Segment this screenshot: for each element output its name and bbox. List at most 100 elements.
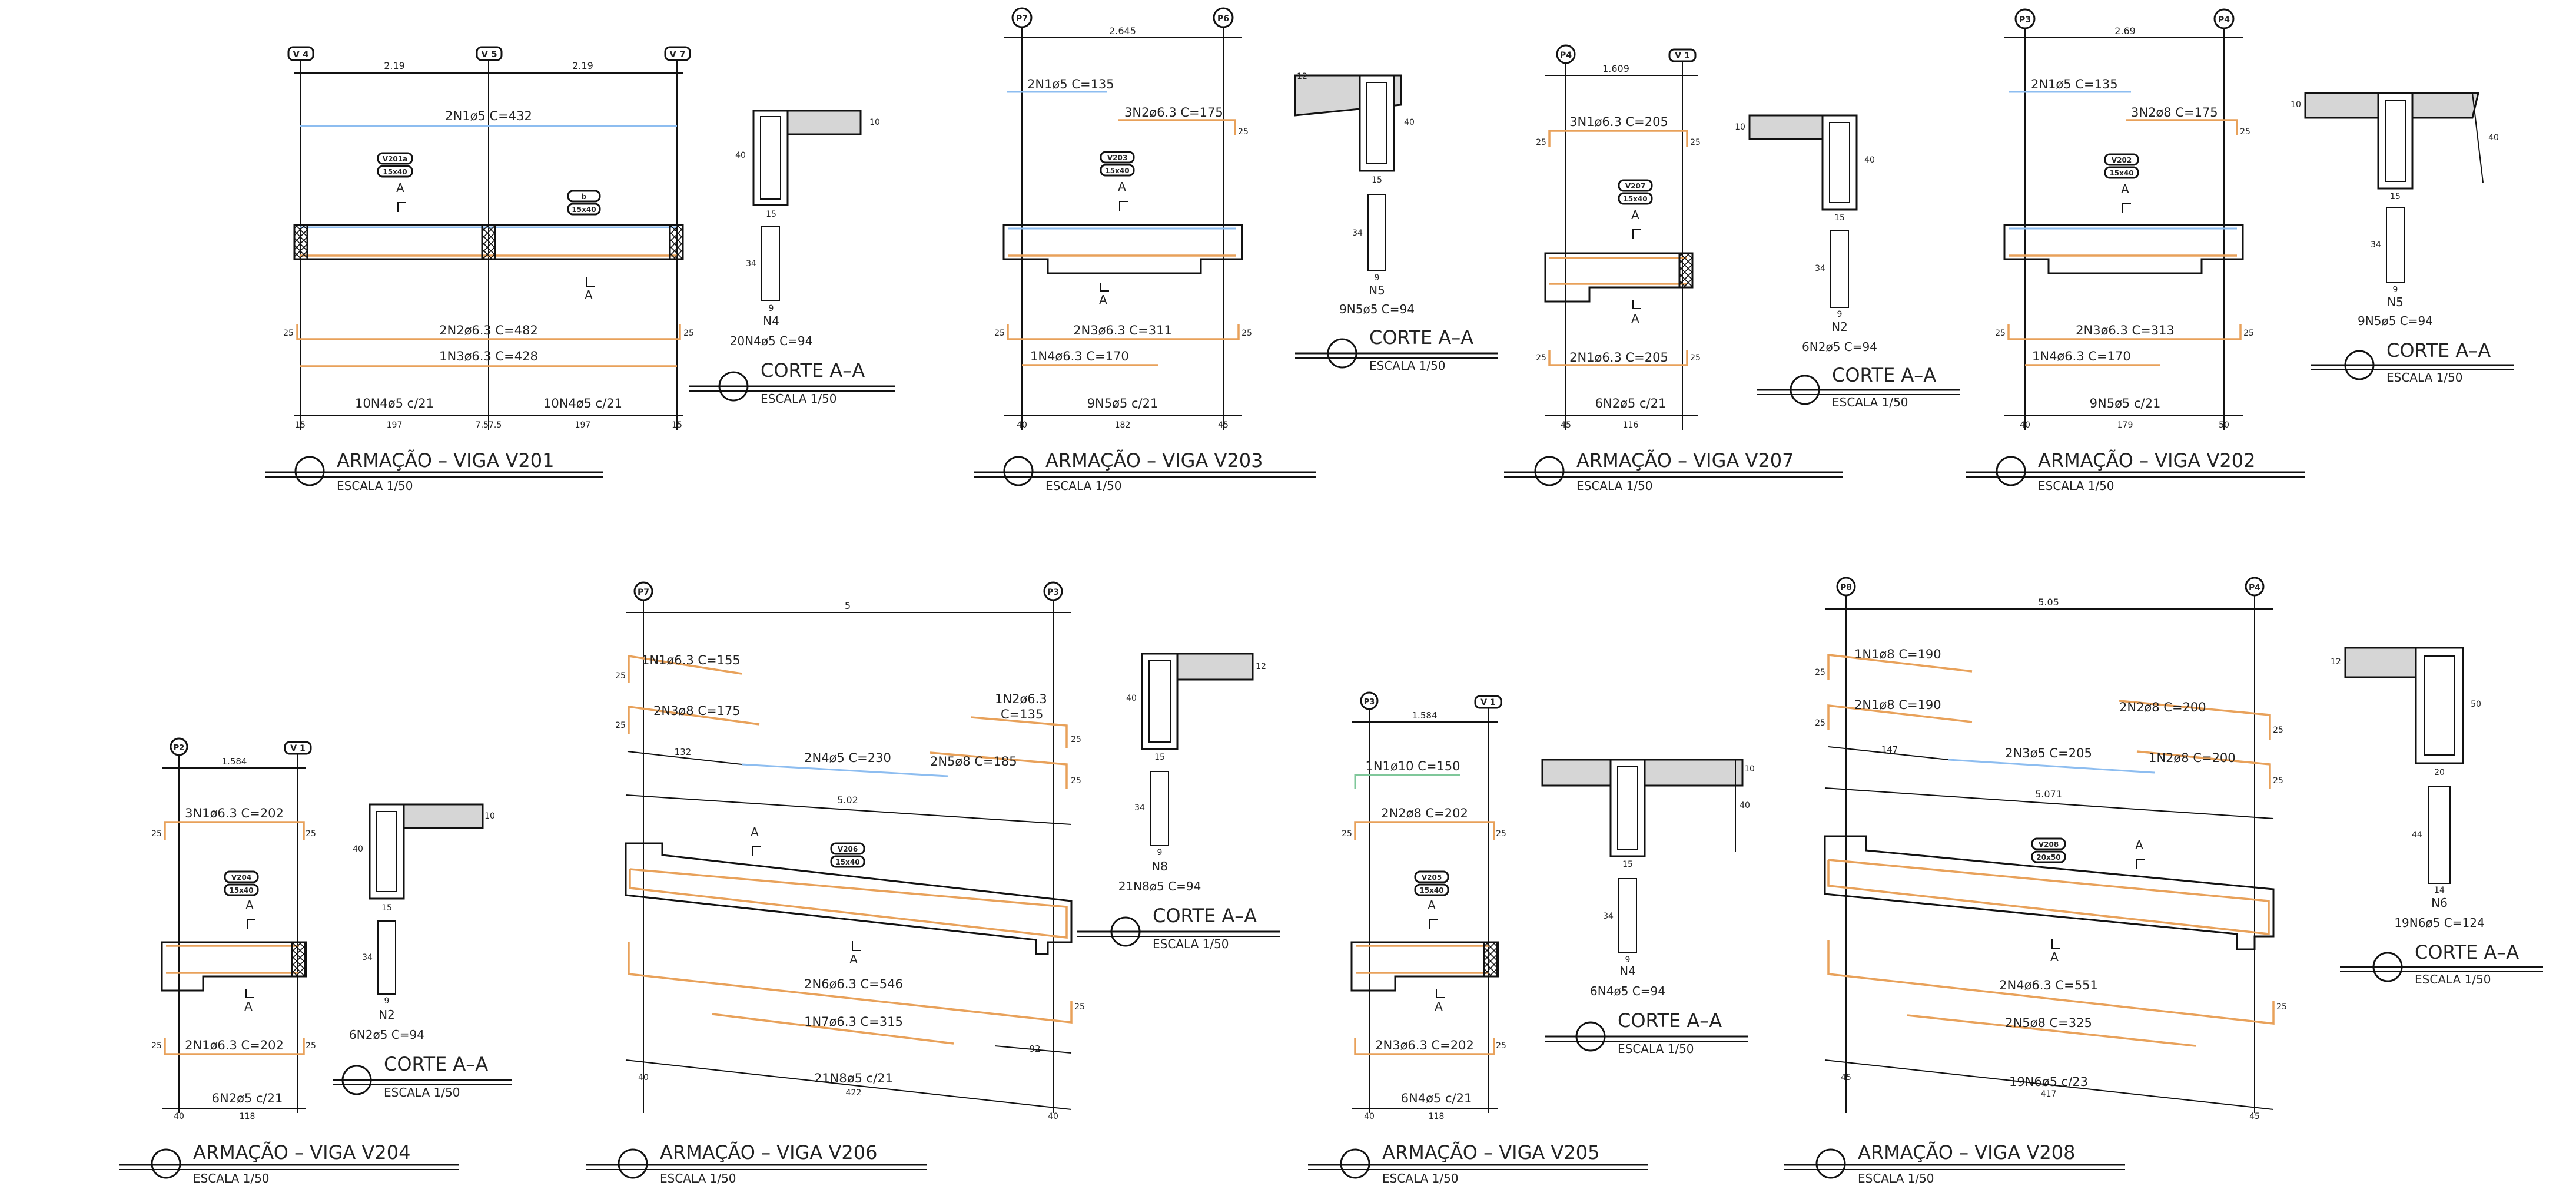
stirrup-dimension: 9 bbox=[384, 996, 390, 1006]
section-dimension: 15 bbox=[381, 903, 392, 913]
beam-v207: P4 V 1 1.609 3N1ø6.3 C=205 25 25 V207 15… bbox=[1504, 44, 1960, 493]
support-label: V 5 bbox=[481, 49, 497, 59]
rebar-label: 2N3ø6.3 C=311 bbox=[1073, 323, 1172, 337]
section-dimension: 20 bbox=[2434, 768, 2445, 777]
drawing-title: ARMAÇÃO – VIGA V206 bbox=[660, 1141, 877, 1164]
drawing-scale: ESCALA 1/50 bbox=[1382, 1171, 1459, 1185]
support-label: V 1 bbox=[290, 744, 305, 753]
hook-dimension: 25 bbox=[1342, 829, 1352, 839]
bottom-dimension: 197 bbox=[387, 420, 403, 430]
hook-dimension: 25 bbox=[1690, 138, 1701, 147]
bottom-dimension: 45 bbox=[1561, 420, 1571, 430]
support-label: P3 bbox=[1364, 698, 1375, 707]
cross-section-v206: 40 15 12 34 9 N8 21N8ø5 C=94 CORTE A–A E… bbox=[1077, 653, 1280, 951]
beam-tag-size: 15x40 bbox=[1419, 886, 1443, 895]
rebar-label: 2N1ø6.3 C=205 bbox=[1569, 350, 1668, 365]
span-dimension: 5 bbox=[845, 600, 851, 611]
section-title: CORTE A–A bbox=[2386, 339, 2491, 362]
stirrup-dimension: 9 bbox=[769, 304, 774, 313]
section-mark: A bbox=[1118, 180, 1126, 194]
bar-id: N6 bbox=[2431, 896, 2448, 910]
bar-schedule: 21N8ø5 C=94 bbox=[1118, 879, 1201, 893]
bottom-dimension: 182 bbox=[1115, 420, 1131, 430]
section-mark: A bbox=[1631, 312, 1639, 326]
section-scale: ESCALA 1/50 bbox=[761, 392, 837, 406]
section-mark: A bbox=[396, 181, 404, 195]
bottom-dimension: 40 bbox=[2020, 420, 2030, 430]
stirrup-label: 10N4ø5 c/21 bbox=[543, 396, 622, 410]
bottom-dimension: 45 bbox=[1841, 1073, 1851, 1082]
hook-dimension: 25 bbox=[2273, 726, 2283, 735]
section-dimension: 50 bbox=[2471, 700, 2481, 709]
beam-tag-size: 20x50 bbox=[2036, 853, 2060, 862]
beam-tag-size: 15x40 bbox=[1105, 167, 1129, 175]
bottom-dimension: 40 bbox=[638, 1073, 649, 1082]
section-dimension: 40 bbox=[353, 844, 363, 854]
support-marker bbox=[476, 46, 503, 61]
section-mark: A bbox=[751, 825, 759, 839]
drawing-title: ARMAÇÃO – VIGA V205 bbox=[1382, 1141, 1599, 1164]
support-label: P8 bbox=[1840, 583, 1852, 592]
section-dimension: 15 bbox=[1834, 213, 1845, 223]
section-dimension: 15 bbox=[1622, 860, 1633, 869]
support-marker bbox=[664, 46, 691, 61]
beam-tag-size: 15x40 bbox=[383, 168, 407, 176]
section-scale: ESCALA 1/50 bbox=[2415, 972, 2491, 986]
stirrup-label: 6N2ø5 c/21 bbox=[212, 1091, 283, 1105]
support-marker bbox=[287, 46, 314, 61]
support-label: P3 bbox=[2019, 15, 2031, 25]
bar-schedule: 9N5ø5 C=94 bbox=[2358, 314, 2433, 328]
section-dimension: 40 bbox=[1740, 801, 1750, 810]
beam-tag-size: 15x40 bbox=[229, 886, 253, 895]
bar-schedule: 9N5ø5 C=94 bbox=[1339, 302, 1415, 316]
stirrup-dimension: 9 bbox=[1157, 848, 1163, 857]
rebar-label: 2N1ø5 C=432 bbox=[445, 109, 532, 123]
drawing-title: ARMAÇÃO – VIGA V201 bbox=[337, 449, 554, 472]
beam-v203: P7 P6 2.645 2N1ø5 C=135 3N2ø6.3 C=175 25… bbox=[974, 7, 1498, 493]
beam-tag: V202 bbox=[2112, 156, 2132, 164]
stirrup-dimension: 44 bbox=[2412, 830, 2422, 840]
cross-section-v208: 12 50 20 44 14 N6 19N6ø5 C=124 CORTE A–A… bbox=[2331, 647, 2543, 986]
section-dimension: 10 bbox=[484, 812, 495, 821]
rebar-label: 1N7ø6.3 C=315 bbox=[804, 1015, 903, 1029]
beam-elevation bbox=[161, 941, 307, 992]
hook-dimension: 25 bbox=[615, 721, 626, 730]
stirrup-dimension: 9 bbox=[2393, 285, 2398, 294]
bottom-dimension: 417 bbox=[2041, 1089, 2057, 1099]
stirrup-label: 9N5ø5 c/21 bbox=[2090, 396, 2161, 410]
stirrup-label: 6N2ø5 c/21 bbox=[1595, 396, 1667, 410]
bottom-dimension: 118 bbox=[1429, 1112, 1445, 1121]
drawing-title: ARMAÇÃO – VIGA V207 bbox=[1576, 449, 1794, 472]
bottom-dimension: 40 bbox=[1017, 420, 1027, 430]
section-mark: A bbox=[1435, 999, 1443, 1013]
hook-dimension: 25 bbox=[1536, 353, 1546, 363]
rebar-label: 2N1ø8 C=190 bbox=[1854, 698, 1941, 712]
beam-tag: V204 bbox=[231, 873, 251, 882]
section-title: CORTE A–A bbox=[1832, 364, 1936, 386]
cross-section-v204: 40 15 10 34 9 N2 6N2ø5 C=94 CORTE A–A ES… bbox=[333, 803, 512, 1099]
span-dimension: 2.19 bbox=[384, 60, 405, 71]
stirrup-dimension: 9 bbox=[1837, 310, 1843, 319]
stirrup-dimension: 34 bbox=[2371, 240, 2381, 250]
span-dimension: 1.584 bbox=[222, 756, 247, 767]
beam-elevation bbox=[2003, 224, 2244, 274]
section-dimension: 15 bbox=[766, 210, 776, 219]
rebar-label: 1N4ø6.3 C=170 bbox=[1030, 349, 1129, 363]
cross-section-v207: 10 40 15 34 9 N2 6N2ø5 C=94 CORTE A–A ES… bbox=[1735, 114, 1960, 409]
section-title: CORTE A–A bbox=[1369, 326, 1473, 349]
support-label: V 7 bbox=[669, 49, 685, 59]
support-hatch bbox=[1678, 252, 1694, 289]
bottom-dimension: 15 bbox=[672, 420, 682, 430]
section-mark: A bbox=[245, 898, 254, 912]
beam-tag: V203 bbox=[1107, 154, 1127, 162]
section-dimension: 10 bbox=[2290, 100, 2301, 110]
beam-tag: V205 bbox=[1422, 873, 1442, 882]
bottom-dimension: 422 bbox=[846, 1088, 862, 1098]
section-dimension: 15 bbox=[1154, 753, 1165, 762]
section-dimension: 40 bbox=[1864, 155, 1875, 165]
beam-tag-size: 15x40 bbox=[2109, 169, 2133, 177]
hook-dimension: 25 bbox=[1815, 718, 1825, 728]
span-dimension: 2.645 bbox=[1109, 25, 1136, 37]
section-scale: ESCALA 1/50 bbox=[2386, 370, 2463, 385]
rebar-label: 2N3ø6.3 C=202 bbox=[1375, 1038, 1474, 1052]
